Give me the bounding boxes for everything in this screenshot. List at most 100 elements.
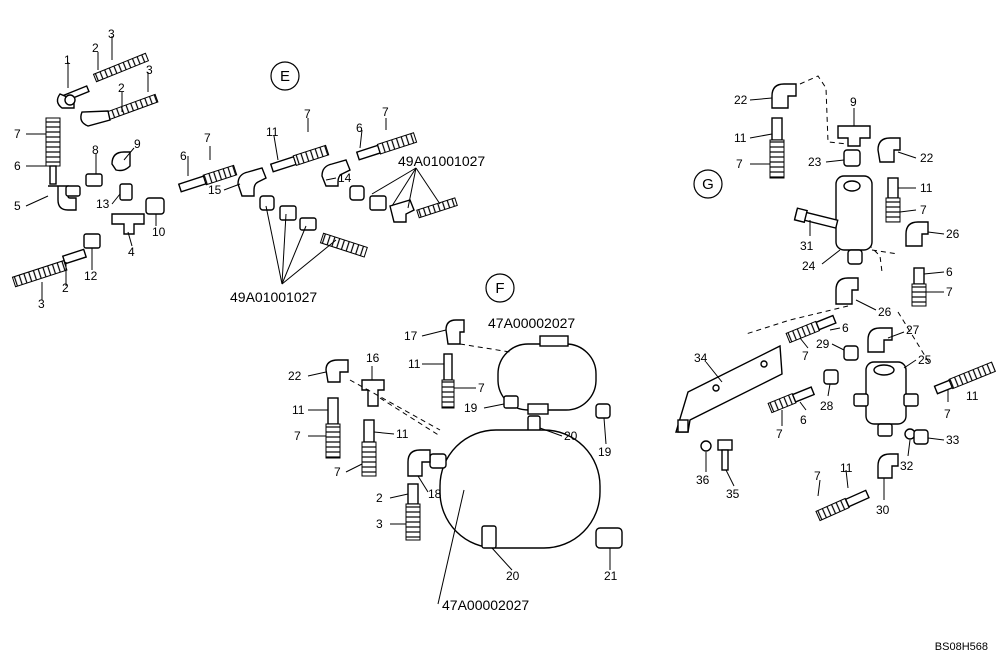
callout-22: 22: [920, 151, 934, 165]
hose-end-6-g3: [791, 386, 816, 403]
callout-22: 22: [288, 369, 302, 383]
callout-32: 32: [900, 459, 914, 473]
nut-33: [913, 429, 929, 445]
section-marker-g: [693, 169, 723, 199]
callout-26: 26: [878, 305, 892, 319]
hose-end-6-g: [913, 267, 925, 285]
callout-7: 7: [736, 157, 743, 171]
callout-15: 15: [208, 183, 222, 197]
callout-7: 7: [382, 105, 389, 119]
callout-7: 7: [334, 465, 341, 479]
section-e-group: [177, 61, 458, 285]
hose-end-6-g2: [815, 314, 837, 331]
bolt-35: [717, 439, 733, 471]
callout-7: 7: [294, 429, 301, 443]
hose-end-6-e: [177, 175, 207, 193]
callout-11: 11: [920, 181, 933, 195]
callout-25: 25: [918, 353, 932, 367]
kit-fitting-bottom: [279, 205, 297, 221]
callout-12: 12: [84, 269, 98, 283]
callout-2: 2: [118, 81, 125, 95]
hose-7-g6: [948, 361, 997, 390]
elbow-fitting-22-f: [325, 359, 349, 383]
callout-11: 11: [840, 461, 853, 475]
hose-end-11-g1: [771, 117, 783, 141]
section-label-g: G: [702, 176, 714, 193]
kit-hose-bottom: [319, 232, 368, 258]
callout-7: 7: [802, 349, 809, 363]
hose-end-11-g4: [844, 489, 870, 508]
fitting-23: [843, 149, 861, 167]
callout-31: 31: [800, 239, 814, 253]
elbow-fitting-30: [877, 453, 899, 479]
hose-7-g3: [911, 283, 927, 307]
callout-26: 26: [946, 227, 960, 241]
hose-3-top: [92, 52, 150, 83]
kit-nut-top: [349, 185, 365, 201]
left-hose-group: [11, 36, 165, 300]
callout-22: 22: [734, 93, 748, 107]
callout-9: 9: [850, 95, 857, 109]
section-label-e: E: [280, 68, 290, 85]
fitting-10: [145, 197, 165, 215]
callout-6: 6: [180, 149, 187, 163]
callout-6: 6: [946, 265, 953, 279]
callout-14: 14: [338, 171, 352, 185]
hose-7-f1: [441, 379, 455, 409]
callout-11: 11: [292, 403, 305, 417]
callout-11: 11: [734, 131, 747, 145]
section-f-group: [307, 273, 623, 605]
callout-20: 20: [506, 569, 520, 583]
callout-6: 6: [14, 159, 21, 173]
fitting-21: [595, 527, 623, 549]
elbow-fitting-18: [407, 449, 431, 477]
fitting-19-right: [595, 403, 611, 419]
fitting-12: [83, 233, 101, 249]
callout-3: 3: [108, 27, 115, 41]
hose-end-11-f3: [363, 419, 375, 443]
callout-21: 21: [604, 569, 618, 583]
section-marker-f: [485, 273, 515, 303]
kit-hose-top: [416, 197, 458, 219]
nut-8: [85, 173, 103, 187]
callout-3: 3: [38, 297, 45, 311]
fitting-9-left: [111, 151, 131, 172]
callout-7: 7: [944, 407, 951, 421]
elbow-fitting-27: [867, 327, 893, 353]
section-g-group: [675, 75, 997, 522]
callout-19: 19: [598, 445, 612, 459]
elbow-fitting-22-g1: [771, 83, 797, 109]
drawing-code: BS08H568: [935, 641, 988, 653]
callout-18: 18: [428, 487, 442, 501]
hose-end-2-f: [407, 483, 419, 505]
elbow-fitting-26-b: [835, 277, 859, 305]
hose-7-g7: [815, 497, 850, 522]
callout-6: 6: [842, 321, 849, 335]
hose-end-6-left: [49, 165, 57, 185]
kit-fitting-top: [369, 195, 387, 211]
elbow-fitting-17: [445, 319, 465, 345]
hose-7-g1: [769, 139, 785, 179]
hose-7-g5: [767, 392, 797, 414]
callout-3: 3: [376, 517, 383, 531]
callout-30: 30: [876, 503, 890, 517]
bracket-34: [675, 344, 783, 433]
callout-4: 4: [128, 245, 135, 259]
kit-nut-bottom: [259, 195, 275, 211]
section-marker-e: [270, 61, 300, 91]
callout-29: 29: [816, 337, 830, 351]
callout-24: 24: [802, 259, 816, 273]
elbow-fitting-2: [80, 110, 111, 127]
callout-7: 7: [14, 127, 21, 141]
drain-20-bottom: [481, 525, 497, 549]
hose-7-e3: [376, 132, 418, 155]
air-tank-large: [439, 429, 601, 549]
callout-5: 5: [14, 199, 21, 213]
hose-3-bottom: [11, 259, 68, 288]
callout-7: 7: [814, 469, 821, 483]
elbow-fitting-26-a: [905, 221, 929, 247]
callout-7: 7: [204, 131, 211, 145]
callout-28: 28: [820, 399, 834, 413]
callout-7: 7: [304, 107, 311, 121]
callout-6: 6: [800, 413, 807, 427]
